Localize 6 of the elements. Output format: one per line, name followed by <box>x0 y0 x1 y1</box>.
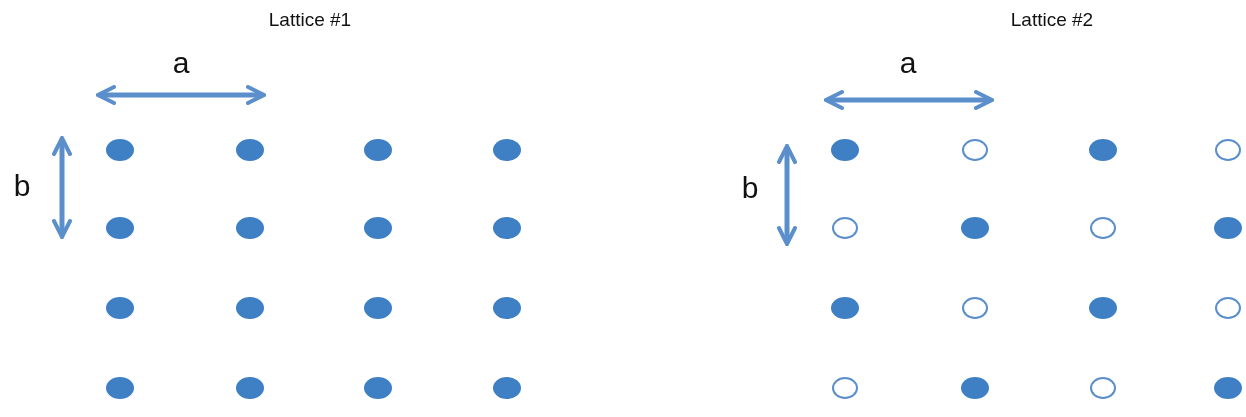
lattice-title: Lattice #1 <box>268 9 352 31</box>
dimension-label: a <box>899 45 917 79</box>
dimension-label: b <box>741 170 759 204</box>
dimension-label: a <box>172 45 190 79</box>
lattice-title: Lattice #2 <box>1010 9 1094 31</box>
dimension-label: b <box>13 168 31 202</box>
